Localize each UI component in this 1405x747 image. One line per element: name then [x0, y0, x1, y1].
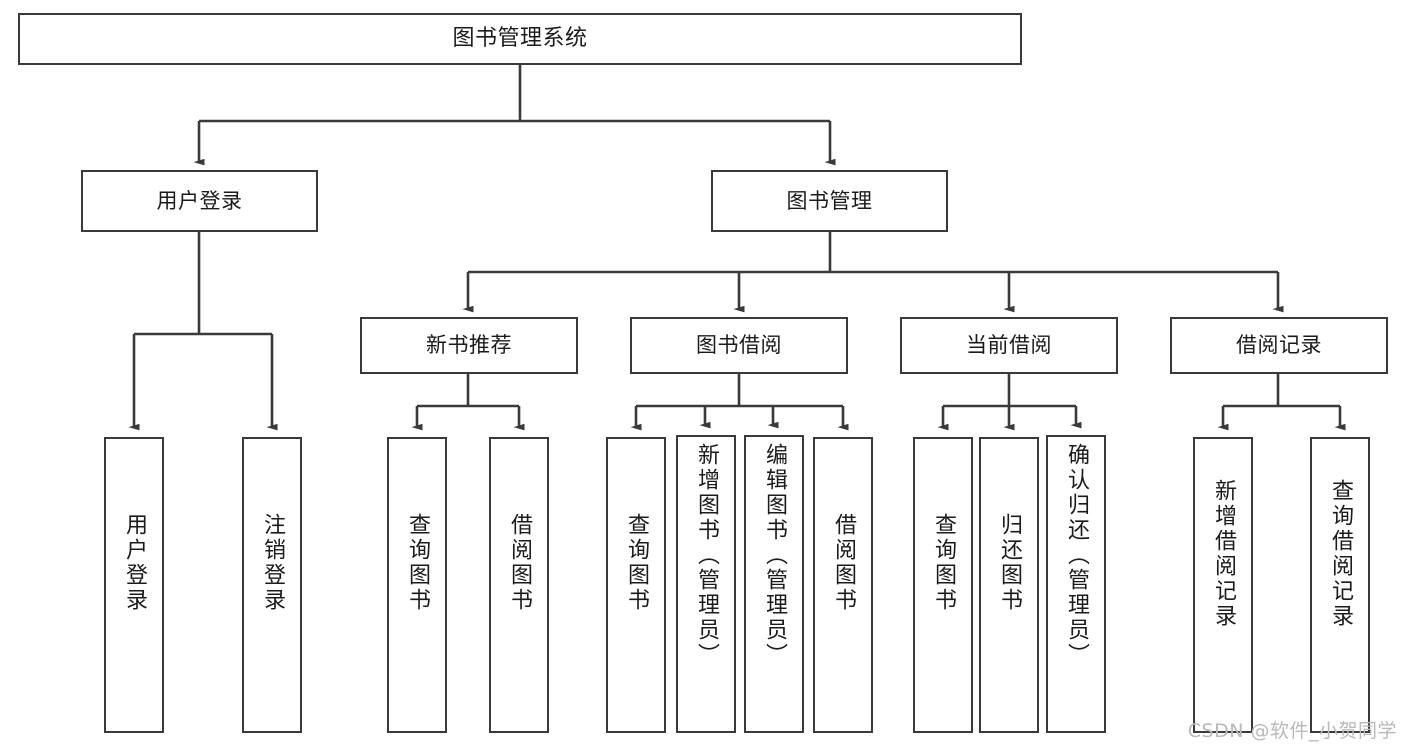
- node-root[interactable]: 图书管理系统: [18, 13, 1022, 65]
- node-book-management-label: 图书管理: [786, 188, 873, 213]
- leaf-borrow-book-1[interactable]: 借阅图书: [489, 437, 549, 733]
- leaf-add-record-label: 新增借阅记录: [1210, 479, 1236, 629]
- node-current-borrow[interactable]: 当前借阅: [900, 317, 1118, 374]
- leaf-add-book-label: 新增图书（管理员）: [693, 443, 719, 668]
- node-borrow-record[interactable]: 借阅记录: [1170, 317, 1388, 374]
- leaf-query-record-label: 查询借阅记录: [1327, 479, 1353, 629]
- leaf-borrow-book-2-label: 借阅图书: [830, 513, 856, 613]
- leaf-user-login[interactable]: 用户登录: [104, 437, 164, 733]
- leaf-edit-book[interactable]: 编辑图书（管理员）: [744, 435, 804, 733]
- leaf-edit-book-label: 编辑图书（管理员）: [761, 443, 787, 668]
- leaf-query-book-3[interactable]: 查询图书: [913, 437, 973, 733]
- leaf-query-book-1[interactable]: 查询图书: [387, 437, 447, 733]
- node-user-login-label: 用户登录: [156, 188, 243, 213]
- node-book-borrow-label: 图书借阅: [696, 333, 782, 358]
- leaf-return-book[interactable]: 归还图书: [979, 437, 1039, 733]
- leaf-query-book-2-label: 查询图书: [623, 513, 649, 613]
- node-current-borrow-label: 当前借阅: [966, 333, 1052, 358]
- leaf-query-book-3-label: 查询图书: [930, 513, 956, 613]
- leaf-query-record[interactable]: 查询借阅记录: [1310, 437, 1370, 733]
- leaf-add-record[interactable]: 新增借阅记录: [1193, 437, 1253, 733]
- leaf-borrow-book-1-label: 借阅图书: [506, 513, 532, 613]
- node-book-borrow[interactable]: 图书借阅: [630, 317, 848, 374]
- node-new-book-recommend[interactable]: 新书推荐: [360, 317, 578, 374]
- leaf-confirm-return[interactable]: 确认归还（管理员）: [1046, 435, 1106, 733]
- node-book-management[interactable]: 图书管理: [711, 170, 948, 232]
- leaf-query-book-2[interactable]: 查询图书: [606, 437, 666, 733]
- leaf-add-book[interactable]: 新增图书（管理员）: [676, 435, 736, 733]
- leaf-return-book-label: 归还图书: [996, 513, 1022, 613]
- node-borrow-record-label: 借阅记录: [1236, 333, 1322, 358]
- leaf-borrow-book-2[interactable]: 借阅图书: [813, 437, 873, 733]
- leaf-user-logout[interactable]: 注销登录: [242, 437, 302, 733]
- leaf-confirm-return-label: 确认归还（管理员）: [1063, 443, 1089, 668]
- node-new-book-recommend-label: 新书推荐: [426, 333, 512, 358]
- leaf-query-book-1-label: 查询图书: [404, 513, 430, 613]
- node-root-label: 图书管理系统: [452, 26, 588, 52]
- leaf-user-login-label: 用户登录: [121, 513, 147, 613]
- node-user-login[interactable]: 用户登录: [81, 170, 318, 232]
- leaf-user-logout-label: 注销登录: [259, 513, 285, 613]
